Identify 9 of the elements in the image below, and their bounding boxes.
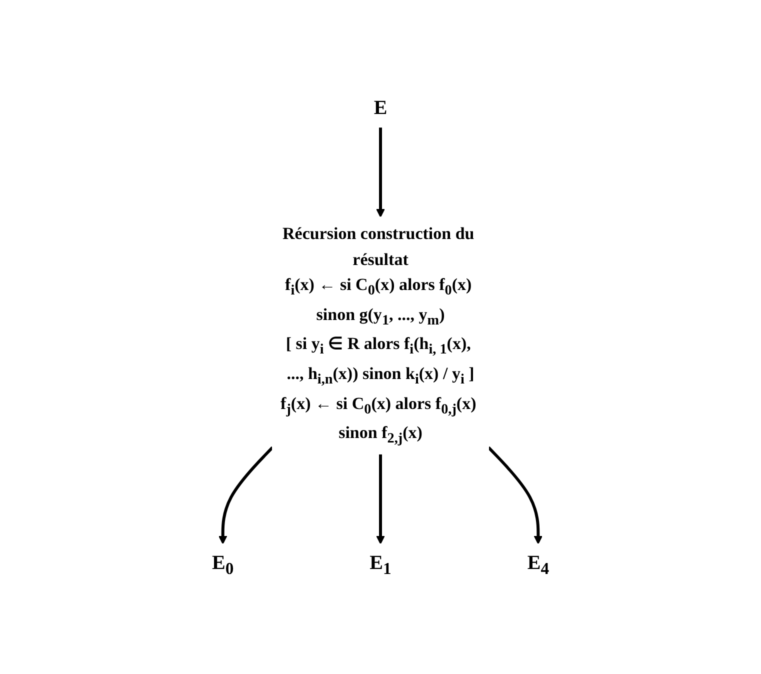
node-text: E$_{1}$ — [370, 552, 392, 578]
arrow — [487, 446, 543, 544]
arrow — [376, 454, 385, 544]
arrow — [376, 127, 385, 218]
node-text: E$_{4}$ — [527, 552, 549, 578]
node-text: E — [374, 97, 388, 120]
arrow — [218, 446, 274, 544]
node-text: Récursion construction du résultat f$_{i}$(x) ← si C$_{0}$(x) alors f$_{0}$(x) sinon g(y$_{1}$, ..., y$_{m}$) [ si y$_{i}$ ∈ R alors f$_{i}$(h$_{i, 1}$(x), ..., h$_{i,n}$(x)) sinon k$_{i}$(x) / y$_{i}$ ] f$_{j}$(x) ← si C$_{0}$(x) alors f$_{0,j}$(x) sinon f$_{2,j}$(x) — [280, 224, 476, 447]
node-text: E$_{0}$ — [212, 552, 234, 578]
